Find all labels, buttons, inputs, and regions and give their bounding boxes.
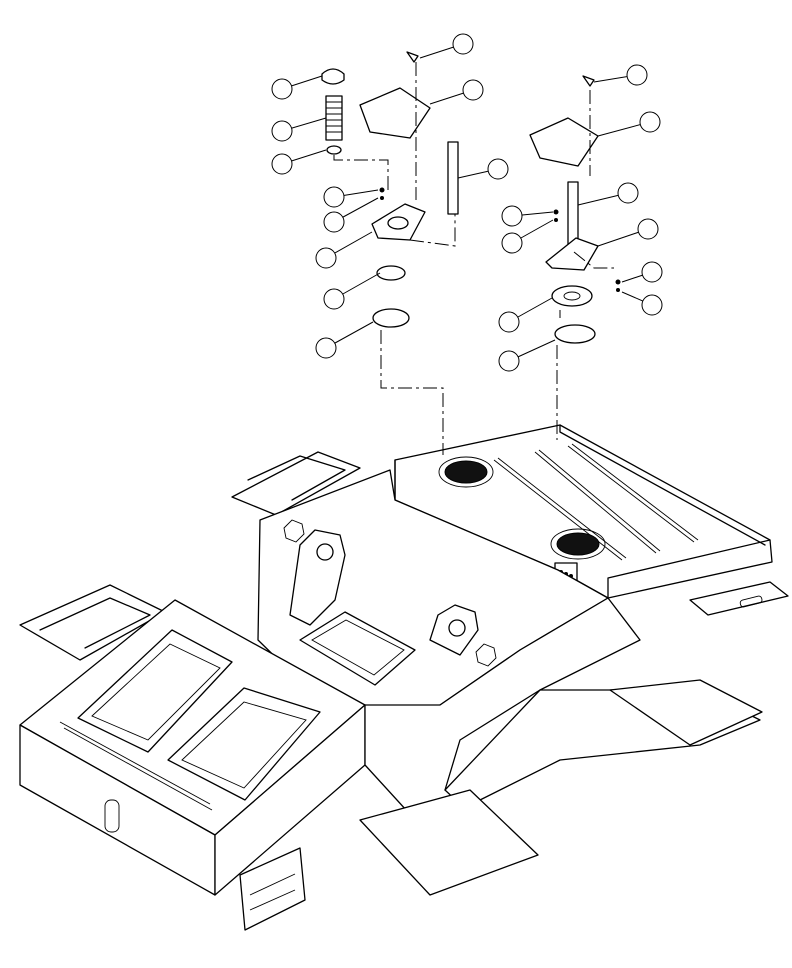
cover-right <box>529 117 599 167</box>
exploded-parts <box>321 51 621 455</box>
key-left <box>406 51 419 63</box>
front-bottom-pad <box>359 789 539 896</box>
callout-bubble <box>639 111 661 133</box>
callout-bubble <box>641 294 663 316</box>
callout-bubble <box>501 205 523 227</box>
main-frame <box>19 424 789 931</box>
callout-bubble <box>637 218 659 240</box>
filter-element <box>325 95 343 141</box>
screw <box>379 187 385 193</box>
flange-plate-left <box>371 203 426 241</box>
compartment-2 <box>167 687 321 801</box>
callout-bubble <box>315 337 337 359</box>
tank-opening-left <box>444 460 488 484</box>
left-rear-pad <box>231 451 361 516</box>
adapter-left <box>376 265 406 281</box>
dipstick-tube <box>447 141 459 215</box>
flange-plate-right <box>545 237 599 271</box>
callouts <box>271 33 663 372</box>
callout-bubble <box>498 311 520 333</box>
callout-bubble <box>462 79 484 101</box>
assembly-line <box>333 62 456 455</box>
mount-boss-left <box>289 529 346 626</box>
mount-boss-right <box>429 604 479 656</box>
seal-ring-small <box>326 145 342 155</box>
callout-bubble <box>323 186 345 208</box>
callout-bubble <box>617 182 639 204</box>
right-front-pad <box>609 679 763 746</box>
right-rear-pad <box>689 581 789 616</box>
cover-left <box>359 87 431 139</box>
callout-bubble <box>271 120 293 142</box>
callout-bubble <box>323 211 345 233</box>
callout-bubble <box>271 153 293 175</box>
callout-bubble <box>626 64 648 86</box>
callout-bubble <box>315 247 337 269</box>
key-right <box>582 75 595 87</box>
tank-opening-right <box>556 532 600 556</box>
callout-bubble <box>501 232 523 254</box>
compartment-1 <box>77 629 233 753</box>
gasket-right <box>554 324 596 344</box>
callout-bubble <box>487 158 509 180</box>
perforation-row <box>567 443 699 543</box>
center-cavity <box>299 611 416 686</box>
cap <box>321 68 345 85</box>
adapter-right <box>551 285 593 307</box>
bottom-bracket <box>239 847 306 931</box>
gasket-left <box>372 308 410 328</box>
callout-bubble <box>641 261 663 283</box>
callout-bubble <box>271 78 293 100</box>
callout-bubble <box>498 350 520 372</box>
washer <box>380 196 384 200</box>
callout-bubble <box>452 33 474 55</box>
callout-bubble <box>323 288 345 310</box>
